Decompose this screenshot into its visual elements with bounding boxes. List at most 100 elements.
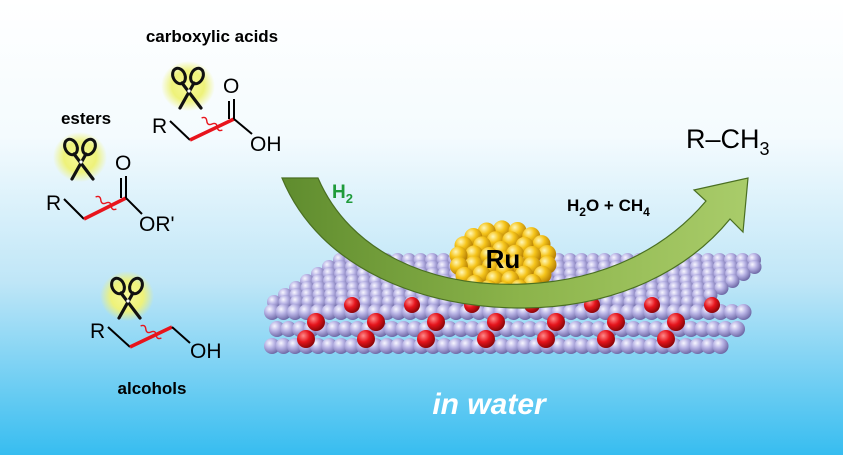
support-atom: [379, 338, 395, 354]
oxygen-site-atom: [657, 330, 675, 348]
byproducts-label: H2O + CH4: [567, 196, 650, 219]
support-atom: [264, 338, 280, 354]
scissors-icon: [159, 59, 217, 113]
support-atom: [637, 321, 653, 337]
ester-structure: R O OR': [46, 130, 175, 236]
oxygen-site-atom: [547, 313, 565, 331]
acid-r-label: R: [152, 115, 167, 138]
product-label: R–CH3: [686, 124, 770, 159]
support-atom: [280, 321, 297, 337]
oxygen-site-atom: [417, 330, 435, 348]
support-atom: [620, 338, 637, 354]
acid-o-label: O: [223, 75, 239, 98]
support-atom: [717, 321, 734, 337]
support-atom: [326, 321, 343, 337]
support-atom: [568, 321, 584, 337]
oxygen-site-atom: [404, 297, 420, 313]
support-atom: [725, 274, 740, 288]
support-atom: [729, 321, 745, 337]
support-atom: [287, 304, 303, 320]
carboxylic-acid-structure: R O OH: [152, 59, 282, 156]
support-atom: [522, 321, 538, 337]
ester-r-label: R: [46, 192, 61, 215]
support-atom: [678, 338, 694, 354]
oxygen-site-atom: [644, 297, 660, 313]
support-atom: [441, 321, 458, 337]
oxygen-site-atom: [477, 330, 495, 348]
support-atom: [701, 338, 717, 354]
support-atom: [694, 321, 711, 337]
support-atom: [494, 338, 510, 354]
support-atom: [459, 338, 476, 354]
support-atom: [333, 338, 349, 354]
support-atom: [510, 321, 527, 337]
oxygen-site-atom: [704, 297, 720, 313]
support-atom: [689, 304, 706, 320]
support-atom: [402, 338, 418, 354]
carboxylic-acids-label: carboxylic acids: [146, 27, 278, 46]
ester-o-label: O: [115, 152, 131, 175]
support-atom: [551, 338, 568, 354]
support-atom: [448, 338, 464, 354]
support-atom: [579, 321, 596, 337]
support-atom: [356, 304, 372, 320]
support-atom: [384, 321, 400, 337]
support-atom: [505, 338, 522, 354]
support-atom: [321, 338, 338, 354]
oxygen-site-atom: [427, 313, 445, 331]
esters-label: esters: [61, 109, 111, 128]
support-atom: [464, 321, 481, 337]
support-atom: [379, 304, 395, 320]
support-atom: [407, 321, 423, 337]
support-atom: [448, 304, 464, 320]
support-atom: [712, 338, 729, 354]
support-atom: [643, 338, 660, 354]
oxygen-site-atom: [597, 330, 615, 348]
support-atom: [724, 304, 740, 320]
alcohol-r-label: R: [90, 320, 105, 343]
reaction-arrow: [281, 177, 749, 309]
support-atom: [683, 321, 699, 337]
acid-oh-label: OH: [250, 133, 282, 156]
support-atom: [747, 260, 762, 274]
medium-label: in water: [432, 388, 548, 421]
support-atom: [706, 321, 722, 337]
support-atom: [735, 304, 752, 320]
support-atom: [620, 304, 637, 320]
oxygen-site-atom: [537, 330, 555, 348]
support-atom: [269, 321, 285, 337]
oxygen-site-atom: [357, 330, 375, 348]
support-atom: [632, 338, 648, 354]
support-atom: [563, 338, 579, 354]
support-atom: [736, 267, 751, 281]
scissors-icon: [98, 269, 156, 323]
oxygen-site-atom: [607, 313, 625, 331]
catalyst-label: Ru: [486, 244, 521, 274]
oxygen-site-atom: [307, 313, 325, 331]
support-atom: [390, 338, 407, 354]
support-atom: [632, 304, 648, 320]
support-atom: [436, 338, 453, 354]
oxygen-site-atom: [297, 330, 315, 348]
alcohols-label: alcohols: [118, 379, 187, 398]
support-atom: [264, 304, 280, 320]
scissors-icon: [51, 130, 109, 184]
ester-or-label: OR': [139, 213, 175, 236]
support-atom: [714, 281, 729, 295]
support-atom: [338, 321, 354, 337]
support-atom: [689, 338, 706, 354]
support-atom: [563, 304, 579, 320]
support-atom: [574, 338, 591, 354]
support-atom: [275, 338, 292, 354]
support-atom: [390, 304, 407, 320]
h2-label: H2: [332, 182, 353, 206]
alcohol-oh-label: OH: [190, 340, 222, 363]
alcohol-structure: R OH: [90, 269, 222, 363]
support-atom: [517, 338, 533, 354]
support-atom: [344, 338, 361, 354]
oxygen-site-atom: [667, 313, 685, 331]
support-atom: [453, 321, 469, 337]
support-atom: [321, 304, 338, 320]
